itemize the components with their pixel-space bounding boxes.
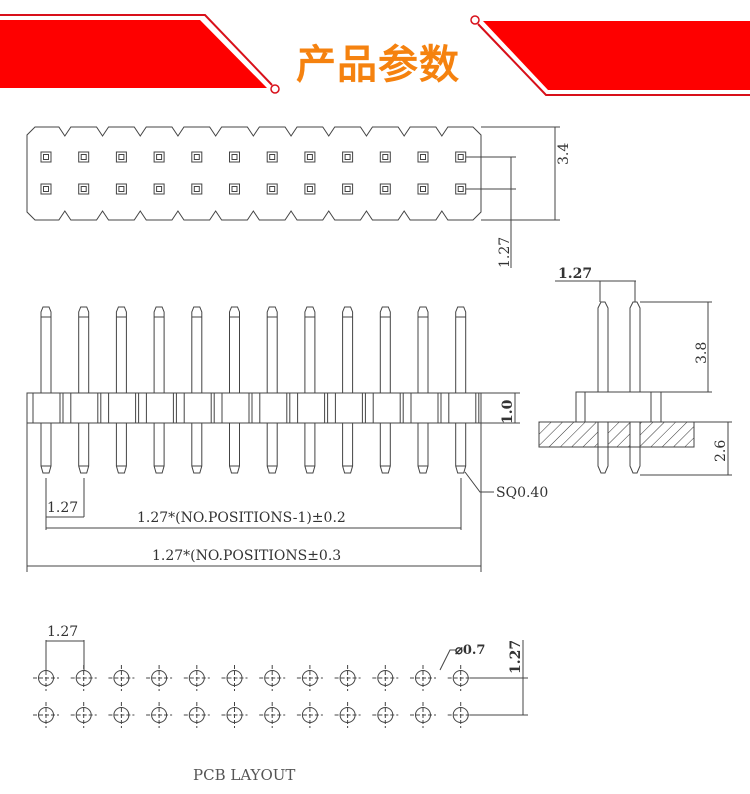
pcb-pitch-y-dim: 1.27	[508, 639, 524, 674]
pcb-hole-diameter: ⌀0.7	[455, 643, 486, 658]
pin-span-dim: 1.27*(NO.POSITIONS-1)±0.2	[137, 510, 346, 526]
side-lower-pin-dim: 2.6	[713, 439, 729, 462]
top-view-row-pitch-dim: 1.27	[497, 236, 513, 268]
pcb-pitch-x-dim: 1.27	[47, 624, 79, 640]
pin-size-label: SQ0.40	[496, 485, 549, 501]
front-pitch-dim: 1.27	[47, 500, 79, 516]
side-upper-pin-dim: 3.8	[694, 341, 710, 364]
side-pitch-dim: 1.27	[558, 266, 593, 282]
front-body-height-dim: 1.0	[500, 399, 516, 424]
top-view-height-dim: 3.4	[556, 142, 572, 165]
overall-length-dim: 1.27*(NO.POSITIONS±0.3	[152, 548, 342, 564]
pcb-layout-caption: PCB LAYOUT	[193, 766, 296, 784]
section-title: 产品参数	[296, 42, 460, 88]
header-banner	[0, 14, 750, 96]
